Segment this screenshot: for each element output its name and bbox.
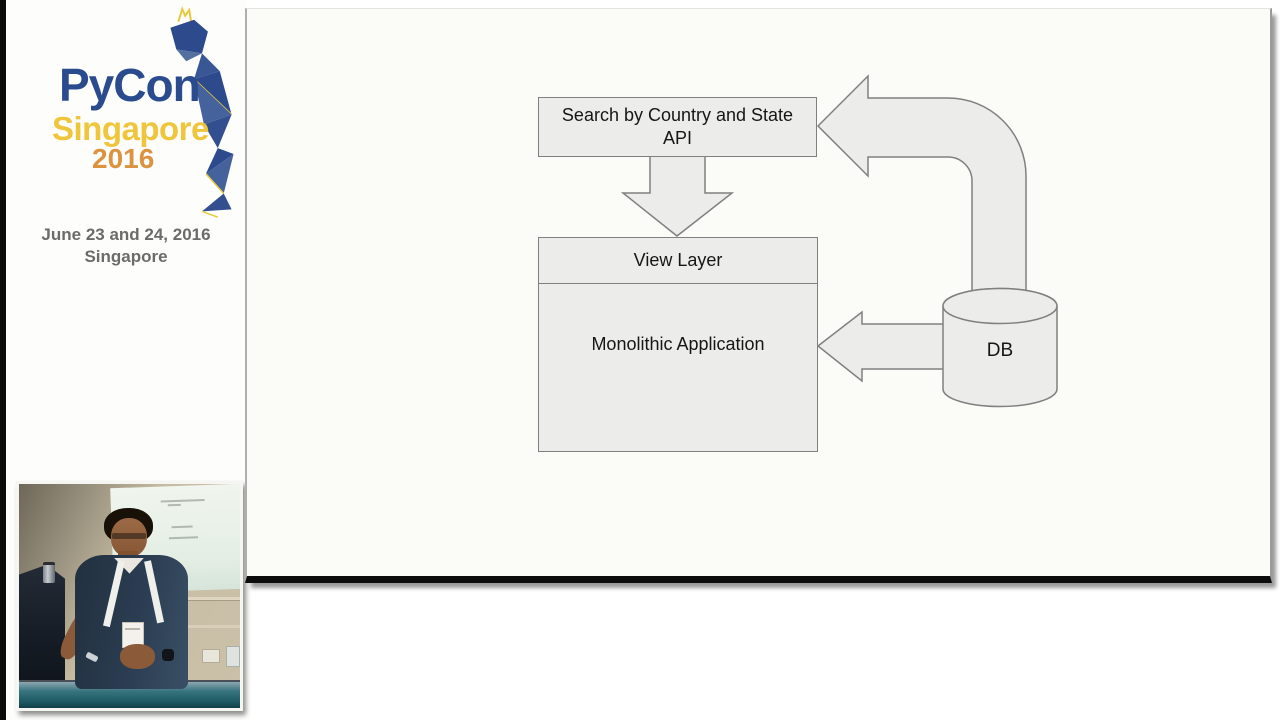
speaker-hands [119,644,155,669]
conference-dates: June 23 and 24, 2016 Singapore [6,224,246,268]
screen-text-line [171,525,193,529]
db-label: DB [986,340,1014,361]
speaker-photo [16,481,243,711]
logo-year: 2016 [92,143,155,174]
api-box-label-line1: Search by Country and State [561,105,794,125]
view-layer-header: View Layer [539,238,817,284]
screen-text-line [167,503,182,507]
logo-title: PyCon [59,59,201,111]
speaker-photo-scene [19,484,240,708]
logo-subtitle: Singapore [52,110,209,147]
api-box-label-line2: API [662,128,692,148]
date-location: Singapore [84,247,168,266]
api-box: Search by Country and State API [538,97,817,157]
view-layer-label: View Layer [633,250,723,270]
wall-rail [140,597,240,602]
left-black-strip [0,0,6,720]
monolith-box: View Layer Monolithic Application [538,237,818,452]
wall-socket [225,646,240,667]
wall-socket [202,648,221,664]
podium-object [43,562,56,583]
badge-text-line [125,627,141,631]
screen-text-line [169,536,198,540]
wall-rail [186,625,240,629]
speaker-watch [161,648,174,661]
snake-tongue-icon [177,6,193,23]
speaker-glasses [111,533,147,540]
sidebar: PyCon Singapore 2016 June 23 and 24, 201… [6,0,246,720]
date-line: June 23 and 24, 2016 [41,225,211,244]
origami-snake-logo [170,6,234,218]
monolith-label: Monolithic Application [591,334,765,354]
screen-text-line [159,498,205,503]
